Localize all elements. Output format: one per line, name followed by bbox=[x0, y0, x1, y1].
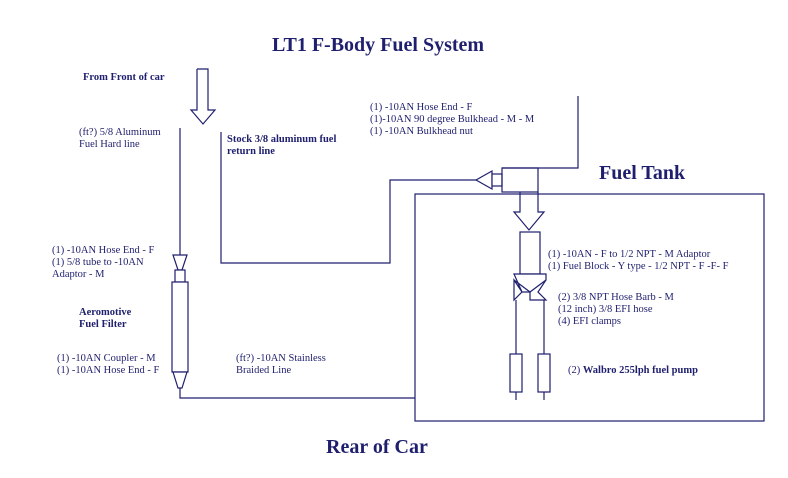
adaptor-label: (1) -10AN - F to 1/2 NPT - M Adaptor (1)… bbox=[548, 249, 729, 272]
fuel-block-y bbox=[513, 273, 548, 302]
return-line-label: Stock 3/8 aluminum fuel return line bbox=[227, 134, 337, 157]
braided-line-label: (ft?) -10AN Stainless Braided Line bbox=[236, 353, 326, 376]
rear-of-car-label: Rear of Car bbox=[326, 436, 428, 458]
from-front-label: From Front of car bbox=[83, 72, 165, 83]
fuel-pump-left bbox=[509, 353, 523, 393]
fuel-pump-label: (2) Walbro 255lph fuel pump bbox=[568, 365, 698, 376]
hose-end-label: (1) -10AN Hose End - F (1) 5/8 tube to -… bbox=[52, 245, 155, 280]
hose-barb-label: (2) 3/8 NPT Hose Barb - M (12 inch) 3/8 … bbox=[558, 292, 674, 327]
fuel-pump-right bbox=[537, 353, 551, 393]
filter-label: Aeromotive Fuel Filter bbox=[79, 307, 132, 330]
aeromotive-fuel-filter bbox=[171, 281, 189, 373]
coupler-fitting bbox=[172, 371, 188, 389]
page-title: LT1 F-Body Fuel System bbox=[272, 34, 485, 56]
adaptor-fitting bbox=[519, 231, 541, 275]
fuel-tank-label: Fuel Tank bbox=[599, 162, 686, 184]
hose-end-fitting bbox=[172, 254, 188, 271]
return-arrow-tail bbox=[491, 173, 503, 187]
return-line bbox=[220, 132, 480, 264]
bulkhead-fitting bbox=[501, 167, 539, 193]
return-arrow-head bbox=[474, 169, 493, 191]
bulkhead-label: (1) -10AN Hose End - F (1)-10AN 90 degre… bbox=[370, 102, 535, 137]
braided-line bbox=[179, 388, 415, 399]
tube-adaptor bbox=[174, 269, 186, 283]
hard-line-label: (ft?) 5/8 Aluminum Fuel Hard line bbox=[79, 127, 161, 150]
coupler-label: (1) -10AN Coupler - M (1) -10AN Hose End… bbox=[57, 353, 160, 376]
fuel-tank-box bbox=[414, 193, 765, 422]
from-front-arrow bbox=[189, 68, 217, 125]
tank-down-arrow bbox=[512, 192, 546, 231]
